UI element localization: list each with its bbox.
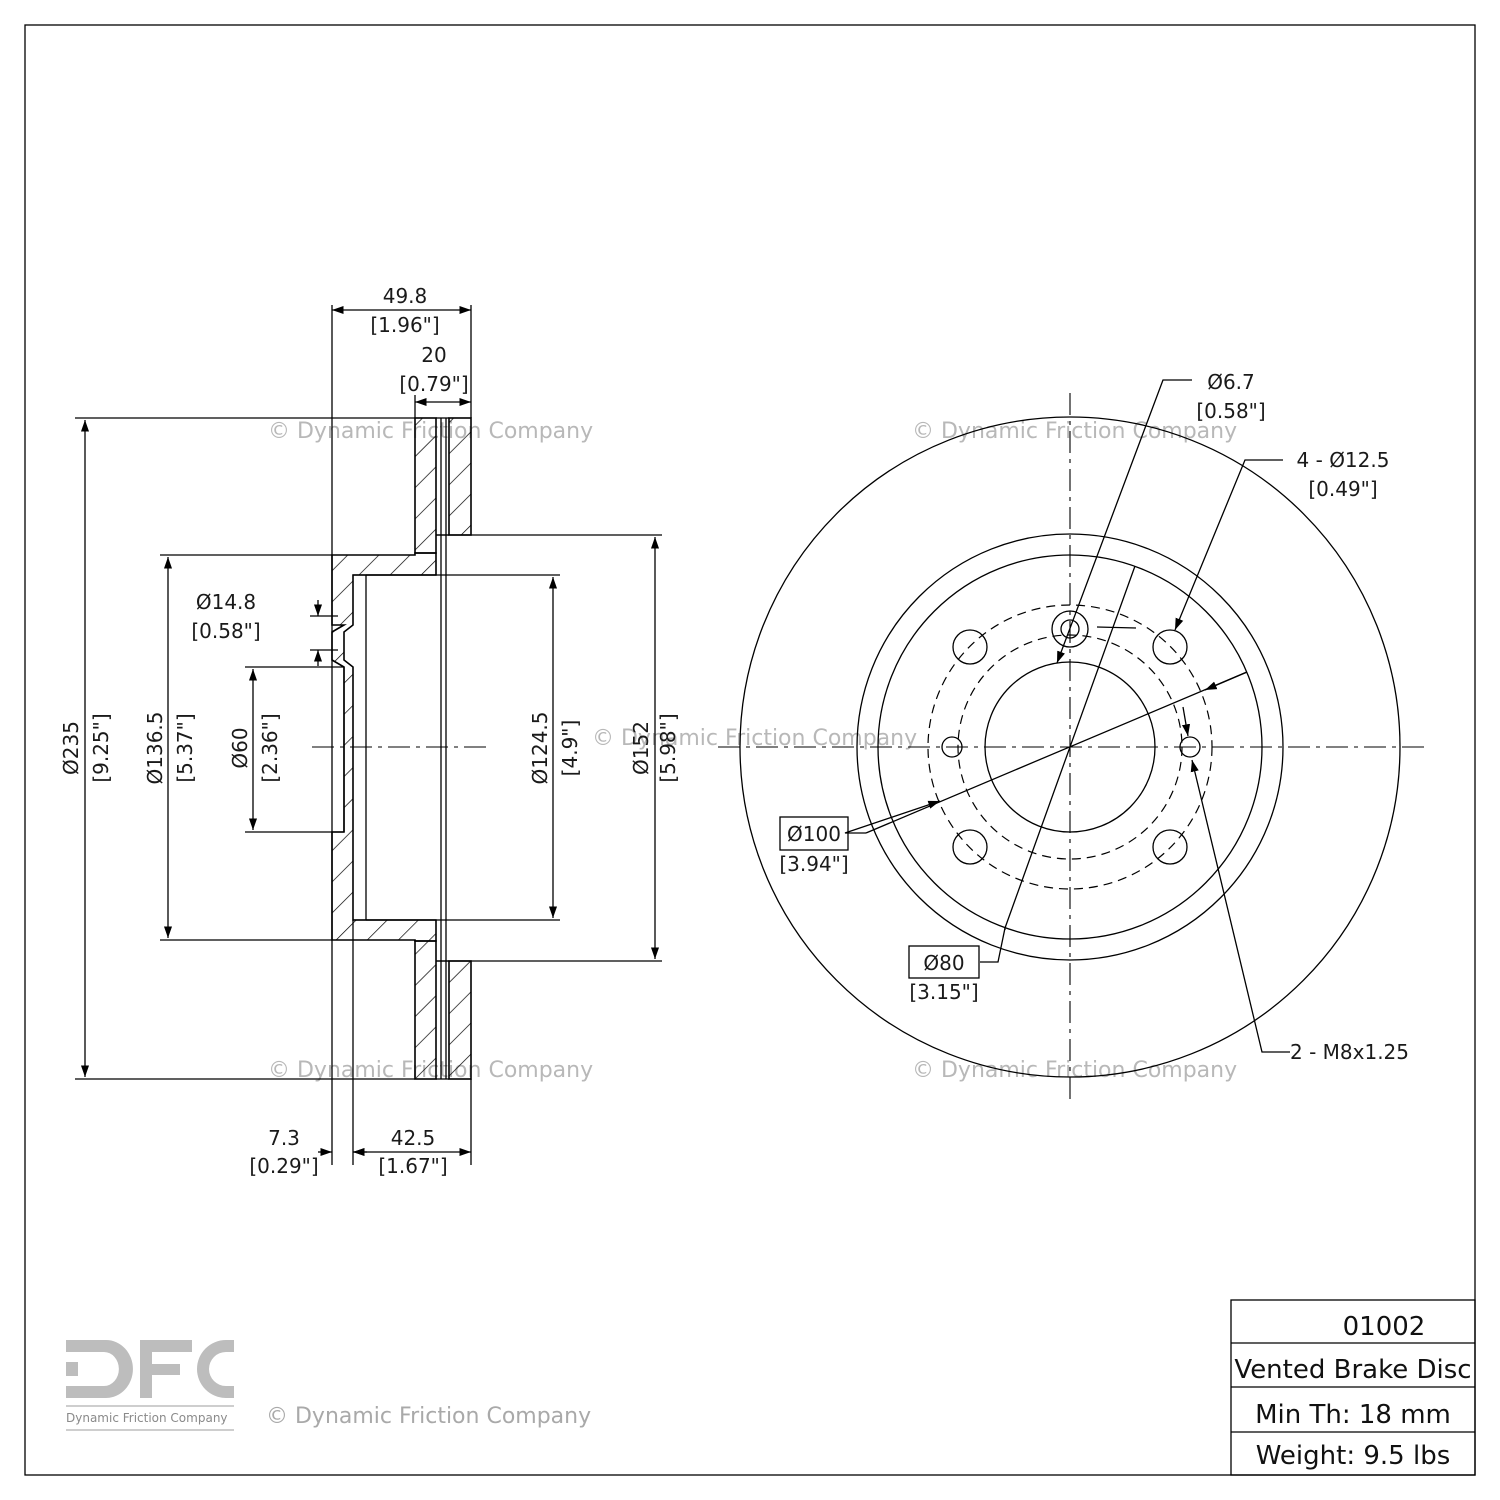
bolt-holes-in: [0.49"] [1308,477,1377,501]
leader-bolt-holes [1174,459,1283,631]
inner-plate-bottom [448,960,472,1080]
hole-diameter-in: [0.58"] [191,619,260,643]
outer-rim-circle [739,416,1401,1078]
thread-hole-right [1179,736,1201,758]
flange-thickness-mm: 7.3 [268,1126,300,1150]
inner-hat-diameter-mm: Ø124.5 [528,712,552,785]
threads-label: 2 - M8x1.25 [1290,1040,1409,1064]
leader-small-hole [1056,379,1192,664]
bolt-hole-lower-right [1152,829,1188,865]
bolt-holes-mm: 4 - Ø12.5 [1297,448,1390,472]
bolt-hole-lower-left [952,829,988,865]
hat-section [331,552,437,942]
hat-diameter-mm: Ø136.5 [143,712,167,785]
dfc-logo: Dynamic Friction Company [66,1340,234,1431]
center-bore-in: [2.36"] [258,713,282,782]
part-number: 01002 [1343,1312,1426,1342]
inner-plate-top [448,417,472,536]
logo-caption: Dynamic Friction Company [66,1411,228,1425]
hat-depth-mm: 42.5 [391,1126,436,1150]
logo-letter-d [66,1340,133,1398]
center-bore-front-in: [3.15"] [909,980,978,1004]
leader-bolt-circle [865,671,1248,834]
outer-plate-bottom [414,940,437,1080]
hat-diameter-in: [5.37"] [173,713,197,782]
hat-inner-dashed-circle [957,634,1183,860]
hat-depth-in: [1.67"] [378,1154,447,1178]
hat-outer-circle [877,554,1263,940]
logo-letter-f [140,1340,192,1352]
bolt-circle [927,604,1213,890]
min-thickness: Min Th: 18 mm [1255,1400,1451,1430]
center-bore-circle [984,661,1156,833]
watermark-top-right: © Dynamic Friction Company [912,419,1237,444]
leader-center-bore [1004,565,1136,929]
friction-inner-circle [856,533,1284,961]
center-bore-mm: Ø60 [228,727,252,768]
pin-hole-top [1060,619,1080,639]
bolt-hole-top [1051,610,1089,648]
small-hole-in: [0.58"] [1196,399,1265,423]
inner-hat-diameter-in: [4.9"] [558,720,582,777]
drawing-frame [24,24,1476,1476]
part-weight: Weight: 9.5 lbs [1256,1441,1451,1471]
bolt-hole-upper-right [1152,629,1188,665]
watermark-footer: © Dynamic Friction Company [266,1404,591,1429]
outer-diameter-in: [9.25"] [89,713,113,782]
overall-width-in: [1.96"] [370,313,439,337]
inner-friction-diameter-mm: Ø152 [629,721,653,775]
disc-thickness-mm: 20 [421,343,446,367]
center-bore-front-mm: Ø80 [923,951,964,975]
bolt-circle-box [779,816,849,851]
title-block: 01002 Vented Brake Disc Min Th: 18 mm We… [1230,1299,1476,1476]
thread-hole-left [941,736,963,758]
watermark-bottom-right: © Dynamic Friction Company [912,1058,1237,1083]
outer-plate-top [414,417,437,554]
leader-threads [1190,759,1290,1053]
disc-thickness-in: [0.79"] [399,372,468,396]
hole-diameter-mm: Ø14.8 [196,590,256,614]
part-description: Vented Brake Disc [1234,1355,1471,1385]
front-view: Ø6.7 [0.58"] 4 - Ø12.5 [0.49"] Ø100 [3.9… [718,370,1425,1103]
bolt-hole-upper-left [952,629,988,665]
bolt-circle-mm: Ø100 [787,822,841,846]
flange-thickness-in: [0.29"] [249,1154,318,1178]
overall-width-mm: 49.8 [383,284,428,308]
small-hole-mm: Ø6.7 [1207,370,1255,394]
center-bore-box [908,945,980,979]
inner-friction-diameter-in: [5.98"] [656,713,680,782]
side-section-view: 49.8 [1.96"] 20 [0.79"] 42.5 [1.67"] 7.3… [59,284,680,1178]
outer-diameter-mm: Ø235 [59,721,83,775]
logo-letter-c [197,1340,234,1398]
bolt-circle-in: [3.94"] [779,852,848,876]
